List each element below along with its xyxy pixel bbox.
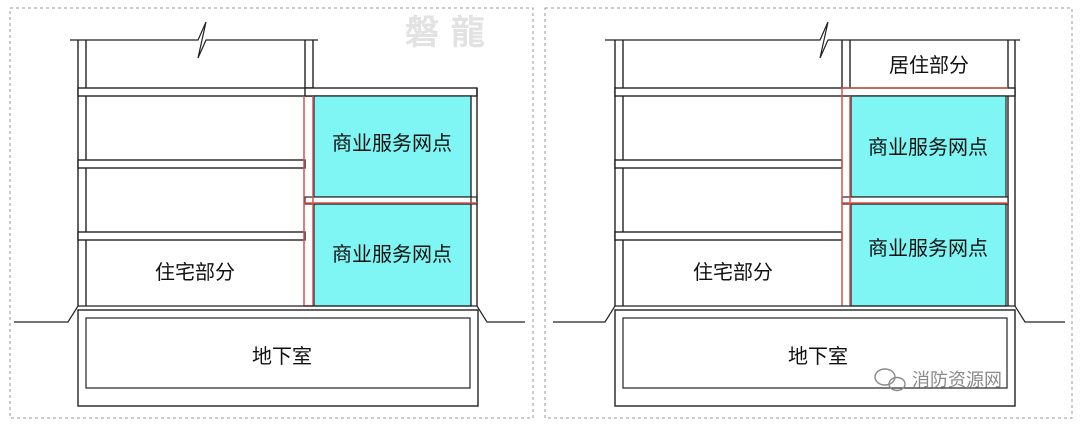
left-roof-break-line — [70, 21, 318, 59]
left-commercial-roof-slab — [304, 87, 478, 97]
right-commercial-unit-lower — [850, 203, 1007, 307]
left-slab-2 — [77, 159, 306, 169]
left-slab-1 — [77, 87, 314, 97]
right-diagram: 居住部分 商业服务网点 商业服务网点 住宅部分 地下室 消防资源网 — [544, 7, 1073, 419]
left-watermark: 磐 龍 — [405, 13, 485, 53]
left-residential-label: 住宅部分 — [155, 260, 235, 284]
right-residential-top-label: 居住部分 — [889, 53, 969, 77]
right-slab-3 — [614, 231, 843, 241]
left-panel-border — [9, 7, 534, 419]
right-fire-wall — [841, 87, 1008, 306]
left-basement-label: 地下室 — [252, 344, 312, 368]
right-slab-2 — [614, 159, 843, 169]
left-slab-3 — [77, 231, 306, 241]
left-basement-inner — [85, 317, 471, 389]
left-commercial-lower-label: 商业服务网点 — [332, 242, 452, 266]
right-basement-inner — [622, 317, 1008, 389]
left-diagram: 磐 龍 商业服务网点 商业服务网点 住宅部分 地下室 — [9, 7, 534, 419]
right-commercial-upper-label: 商业服务网点 — [868, 135, 988, 159]
right-commercial-lower-label: 商业服务网点 — [868, 236, 988, 260]
right-residential-label: 住宅部分 — [693, 260, 773, 284]
right-slab-1 — [614, 87, 1016, 97]
right-commercial-unit-upper — [850, 95, 1007, 198]
right-basement-label: 地下室 — [788, 344, 848, 368]
left-ground-line — [14, 305, 525, 323]
wechat-icon — [874, 368, 906, 392]
watermark-logo-text: 消防资源网 — [912, 370, 1002, 391]
right-ground-line — [553, 305, 1065, 323]
right-panel-border — [544, 7, 1073, 419]
right-roof-break-line — [605, 21, 1020, 59]
left-commercial-upper-label: 商业服务网点 — [332, 131, 452, 155]
left-floor-slabs — [77, 87, 314, 241]
left-commercial-unit-upper — [313, 95, 472, 198]
